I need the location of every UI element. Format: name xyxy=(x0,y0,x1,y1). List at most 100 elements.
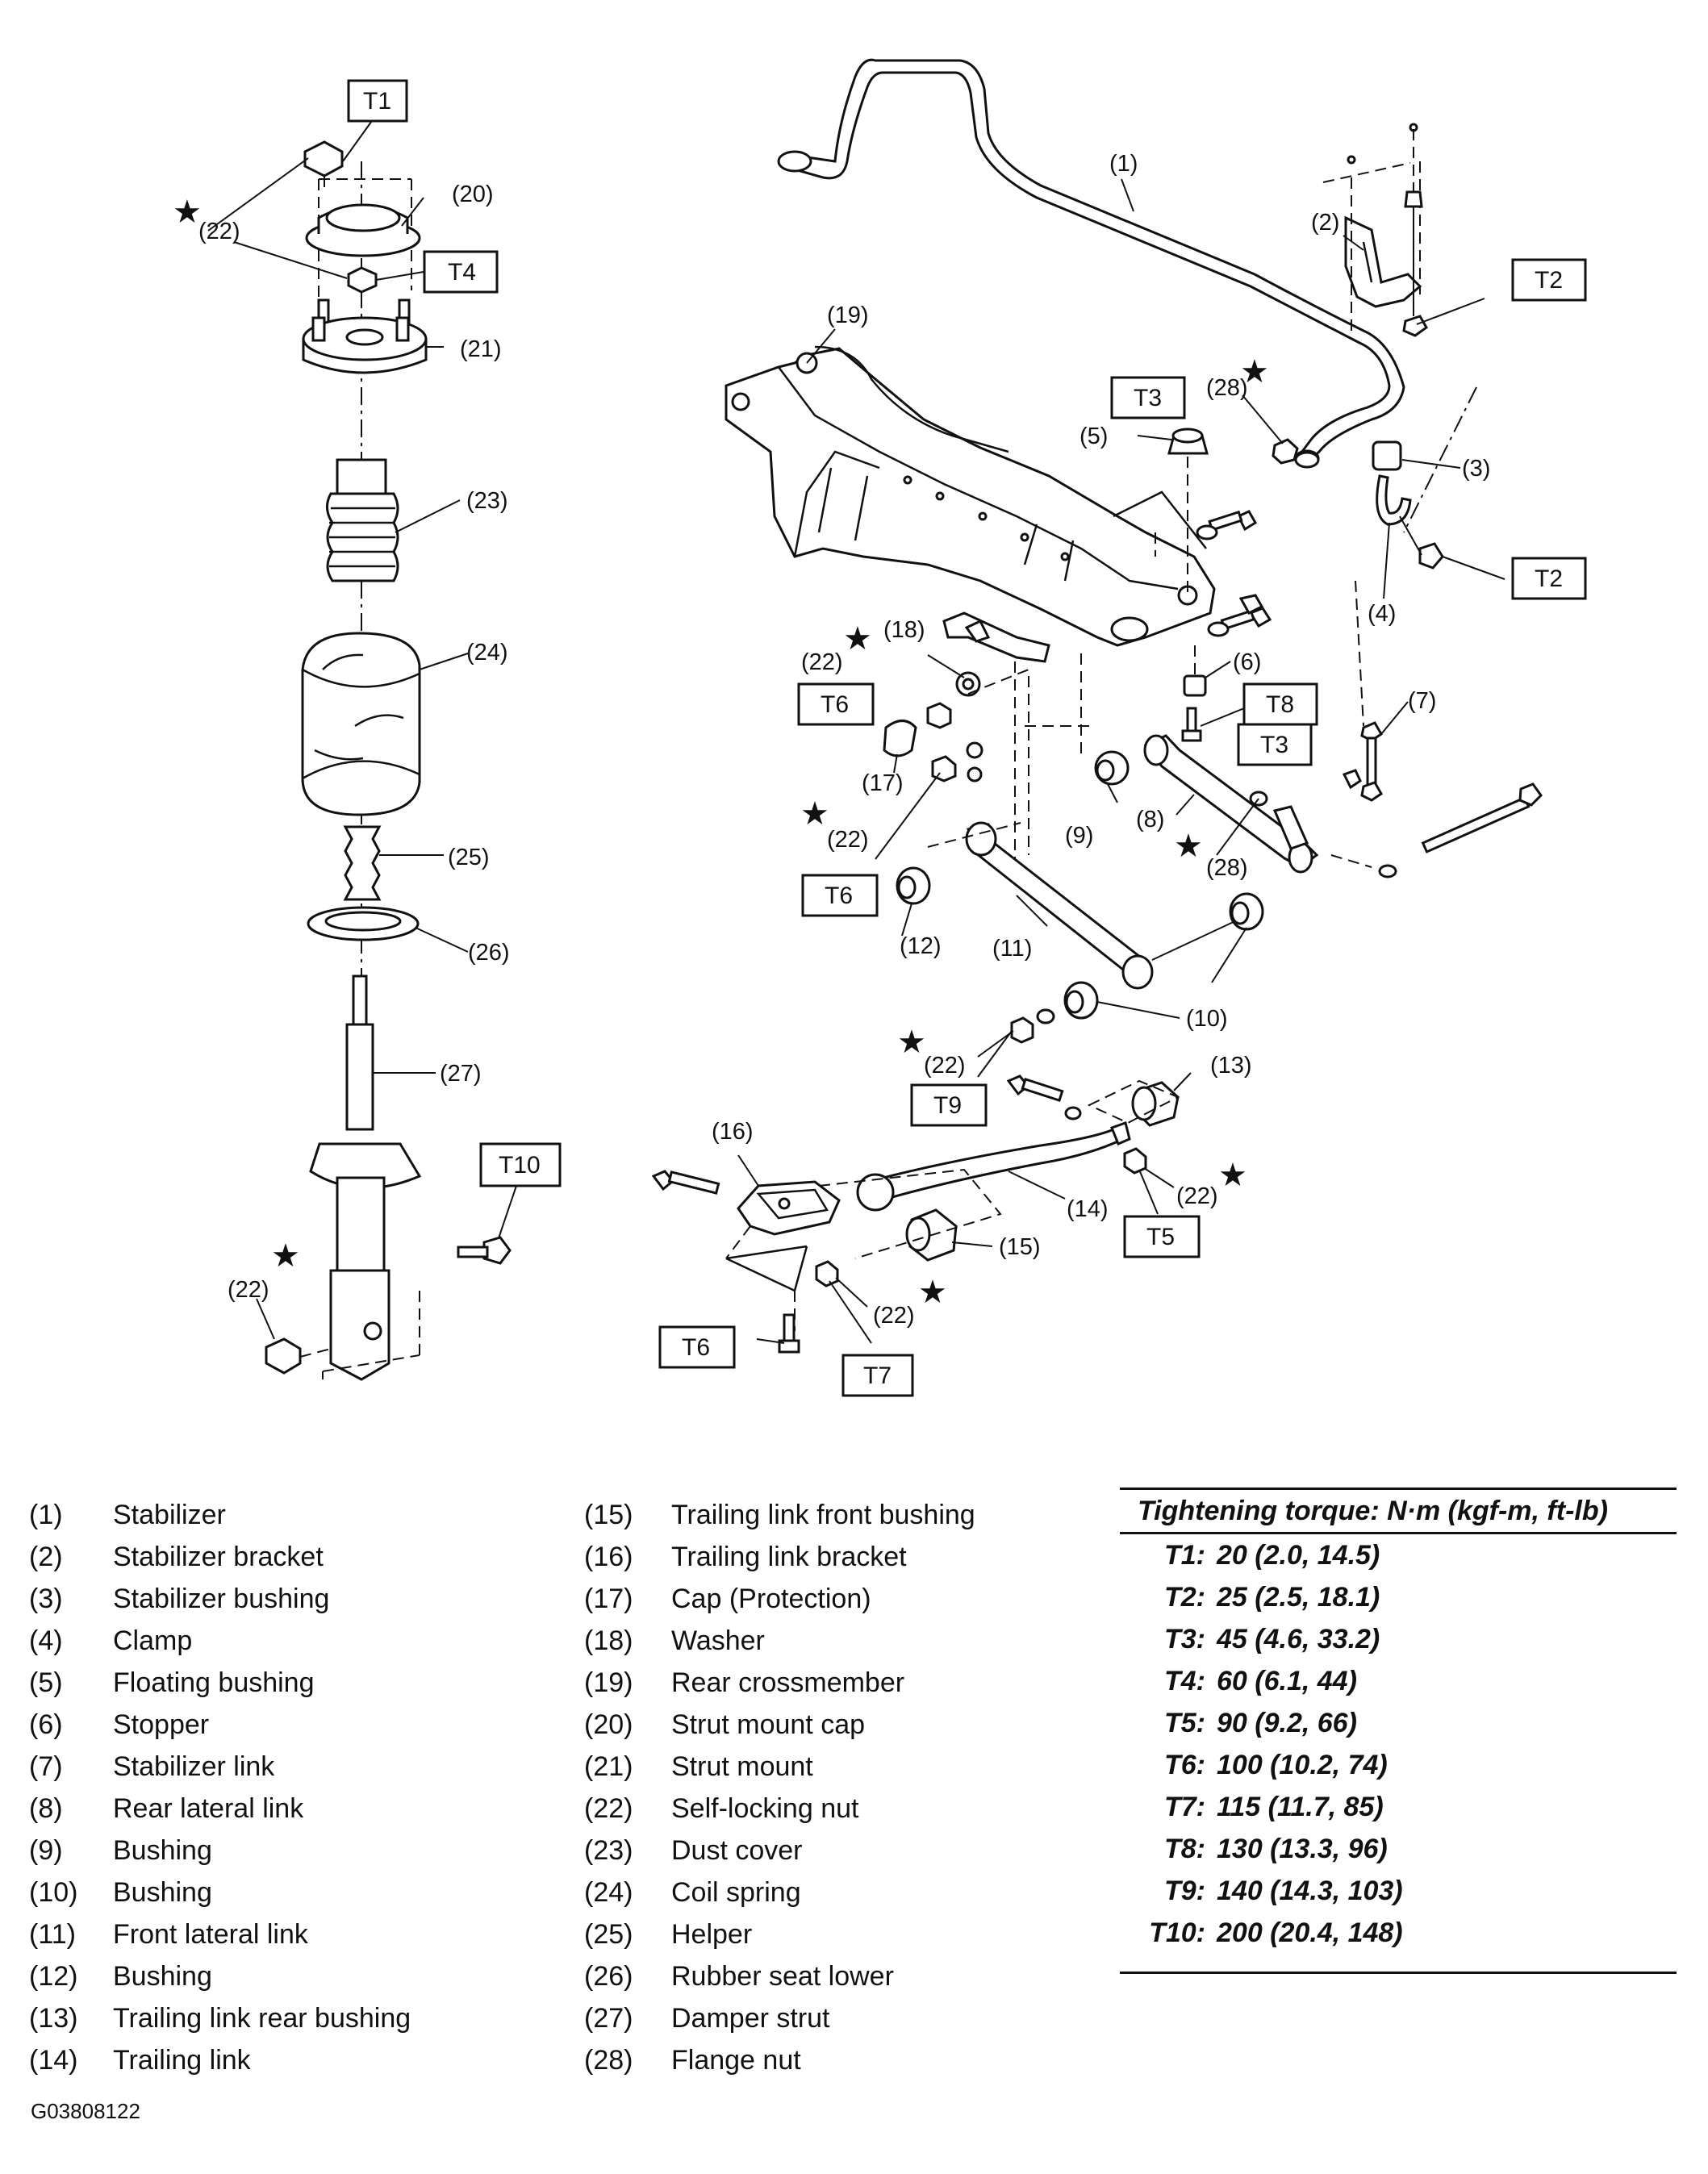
legend-part-name: Damper strut xyxy=(671,2003,830,2034)
star-icon: ★ xyxy=(843,621,872,657)
lateral-link-bolt-t8 xyxy=(1181,707,1202,742)
star-icon: ★ xyxy=(1174,828,1203,864)
legend-item: (10)Bushing xyxy=(29,1871,411,1913)
legend-part-name: Bushing xyxy=(113,1877,212,1908)
callout-24: (24) xyxy=(466,640,508,666)
tag-t7-label: T7 xyxy=(863,1362,892,1389)
legend-part-name: Stopper xyxy=(113,1709,210,1740)
legend-item: (15)Trailing link front bushing xyxy=(584,1494,975,1536)
legend-number: (2) xyxy=(29,1542,63,1572)
tag-t6-lower-label: T6 xyxy=(682,1334,710,1361)
stabilizer-link xyxy=(1342,580,1383,802)
torque-row: T10:200 (20.4, 148) xyxy=(1120,1912,1677,1954)
tag-t2-upper: T2 xyxy=(1511,258,1587,302)
tag-t6-lower: T6 xyxy=(658,1325,736,1369)
legend-part-name: Cap (Protection) xyxy=(671,1584,871,1614)
torque-key: T5: xyxy=(1164,1708,1205,1738)
callout-7: (7) xyxy=(1408,688,1436,714)
tag-t1-label: T1 xyxy=(363,88,391,115)
center-nut xyxy=(347,266,378,294)
tag-t10: T10 xyxy=(479,1142,562,1187)
legend-number: (26) xyxy=(584,1961,633,1992)
legend-item: (23)Dust cover xyxy=(584,1830,975,1871)
torque-key: T8: xyxy=(1164,1834,1205,1864)
callout-23: (23) xyxy=(466,488,508,514)
legend-item: (14)Trailing link xyxy=(29,2039,411,2081)
torque-key: T4: xyxy=(1164,1666,1205,1696)
legend-item: (21)Strut mount xyxy=(584,1746,975,1788)
tag-t10-label: T10 xyxy=(499,1152,541,1179)
callout-22-trailing-front: (22) xyxy=(873,1303,915,1329)
flange-nut-upper xyxy=(1272,438,1320,469)
suspension-exploded-diagram: (1) (2) (3) (4) (5) (6) (7) (8) (9) (10)… xyxy=(173,58,1587,1397)
star-markers: ★ ★ ★ ★ ★ ★ ★ ★ ★ xyxy=(173,194,1269,1310)
lower-self-locking-nut xyxy=(265,1337,302,1375)
legend-part-name: Strut mount cap xyxy=(671,1709,866,1740)
legend-item: (7)Stabilizer link xyxy=(29,1746,411,1788)
strut-assembly xyxy=(265,140,512,1381)
torque-table-rule xyxy=(1120,1954,1677,1974)
torque-value: 60 (6.1, 44) xyxy=(1217,1666,1357,1696)
legend-number: (5) xyxy=(29,1667,63,1698)
callout-10: (10) xyxy=(1186,1006,1228,1032)
trailing-bracket-bolts xyxy=(651,1170,839,1354)
legend-item: (9)Bushing xyxy=(29,1830,411,1871)
legend-number: (16) xyxy=(584,1542,633,1572)
trailing-link-front-bushing xyxy=(818,1168,1002,1262)
torque-value: 140 (14.3, 103) xyxy=(1217,1876,1403,1906)
legend-item: (16) Trailing link bracket xyxy=(584,1536,975,1578)
torque-key: T7: xyxy=(1164,1792,1205,1822)
legend-item: (25)Helper xyxy=(584,1913,975,1955)
stabilizer-bracket xyxy=(1322,123,1428,337)
legend-part-name: Trailing link bracket xyxy=(671,1542,907,1572)
legend-number: (20) xyxy=(584,1709,633,1740)
trailing-rear-bolt xyxy=(1006,1074,1147,1175)
torque-value: 90 (9.2, 66) xyxy=(1217,1708,1357,1738)
legend-part-name: Front lateral link xyxy=(113,1919,308,1950)
callout-2: (2) xyxy=(1311,210,1339,236)
rear-lateral-bushing xyxy=(1094,750,1130,786)
callout-28-upper: (28) xyxy=(1206,375,1248,401)
torque-value: 45 (4.6, 33.2) xyxy=(1217,1624,1380,1654)
front-pivot-hardware xyxy=(883,594,1264,871)
legend-number: (14) xyxy=(29,2045,78,2076)
callout-20: (20) xyxy=(452,182,494,207)
tag-t9: T9 xyxy=(910,1083,988,1127)
torque-row: T6:100 (10.2, 74) xyxy=(1120,1744,1677,1786)
trailing-link xyxy=(856,1121,1131,1212)
torque-row: T8:130 (13.3, 96) xyxy=(1120,1828,1677,1870)
callout-22-front-lateral: (22) xyxy=(827,827,869,853)
star-icon: ★ xyxy=(1240,354,1269,390)
tag-t9-label: T9 xyxy=(933,1092,962,1119)
top-self-locking-nut xyxy=(303,140,344,187)
callout-11: (11) xyxy=(992,936,1032,962)
torque-table-heading: Tightening torque: N·m (kgf-m, ft-lb) xyxy=(1120,1488,1677,1534)
rubber-seat-lower xyxy=(307,906,420,941)
tag-t8-label: T8 xyxy=(1266,691,1294,718)
legend-number: (15) xyxy=(584,1500,633,1530)
torque-key: T10: xyxy=(1149,1917,1205,1948)
tag-t7: T7 xyxy=(841,1354,914,1397)
star-icon: ★ xyxy=(173,194,202,230)
legend-item: (3)Stabilizer bushing xyxy=(29,1578,411,1620)
long-bolt xyxy=(1378,782,1543,878)
tag-t3-lower-label: T3 xyxy=(1260,732,1288,758)
legend-number: (17) xyxy=(584,1584,633,1614)
strut-lower-bolt xyxy=(457,1236,512,1265)
legend-part-name: Self-locking nut xyxy=(671,1793,859,1824)
tag-t8: T8 xyxy=(1242,682,1318,726)
legend-part-name: Rear crossmember xyxy=(671,1667,905,1698)
star-icon: ★ xyxy=(1218,1158,1247,1193)
torque-row: T2:25 (2.5, 18.1) xyxy=(1120,1576,1677,1618)
torque-key: T9: xyxy=(1164,1876,1205,1906)
coil-spring xyxy=(301,632,421,816)
legend-item: (8)Rear lateral link xyxy=(29,1788,411,1830)
legend-number: (3) xyxy=(29,1584,63,1614)
callout-16: (16) xyxy=(712,1119,754,1145)
legend-item: (19)Rear crossmember xyxy=(584,1662,975,1704)
callout-22-top: (22) xyxy=(198,219,240,244)
torque-value: 100 (10.2, 74) xyxy=(1217,1750,1388,1780)
star-icon: ★ xyxy=(897,1024,926,1060)
rear-crossmember xyxy=(725,345,1216,647)
helper xyxy=(343,825,382,901)
